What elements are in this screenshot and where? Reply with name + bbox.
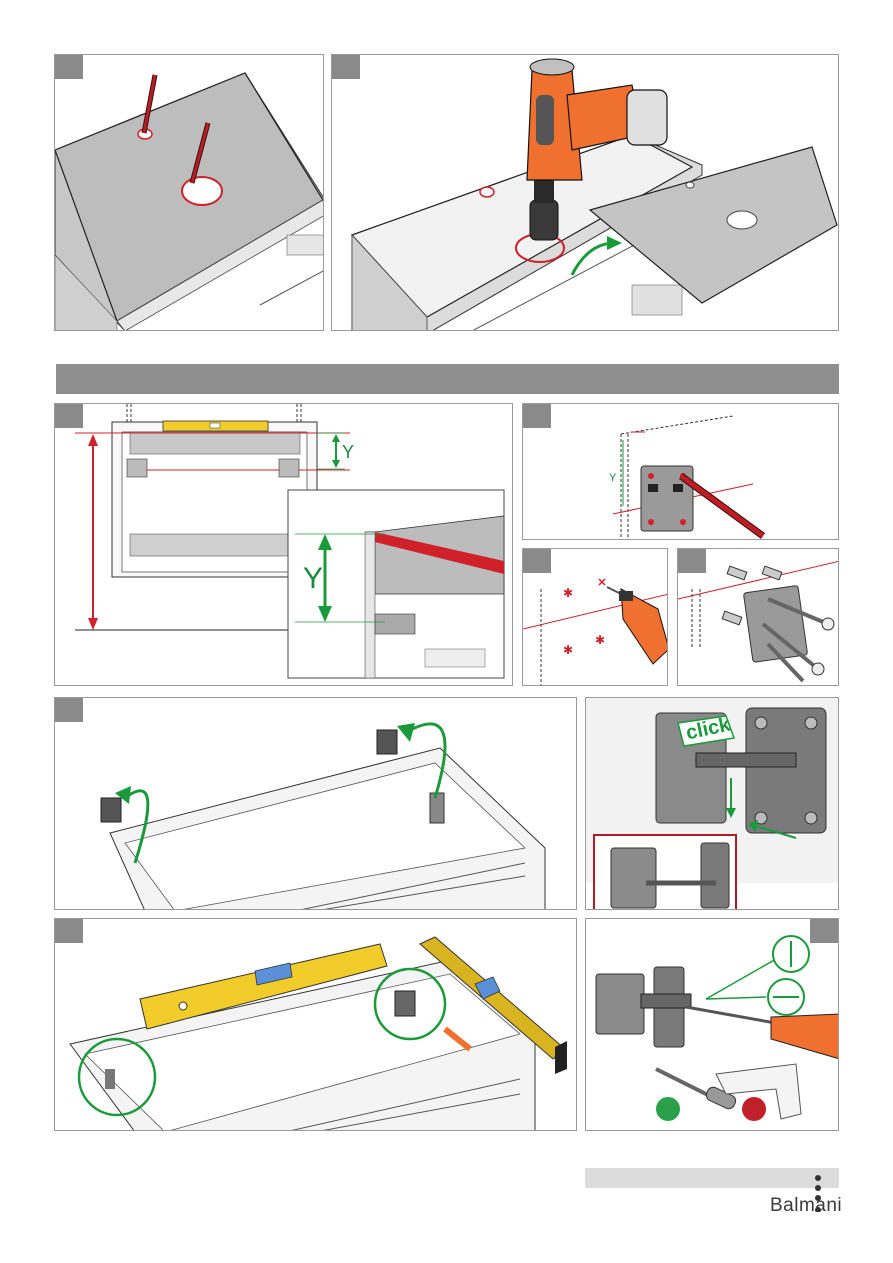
svg-text:✱: ✱ <box>595 633 605 647</box>
svg-text:✱: ✱ <box>563 643 573 657</box>
adjust-screws-illustration <box>586 919 839 1131</box>
brand-dots-icon <box>810 1172 830 1212</box>
step-panel-dowels-screws <box>677 548 839 686</box>
measure-height-illustration <box>55 404 513 686</box>
svg-text:✱: ✱ <box>563 586 573 600</box>
step-panel-attach-brackets <box>54 697 577 910</box>
step-panel-measure-height: Y Y <box>54 403 513 686</box>
y-dimension-label-small: Y <box>342 442 354 463</box>
step-panel-level-cabinet <box>54 918 577 1131</box>
step-panel-drill-wall: ✱ ✱ ✱ <box>522 548 668 686</box>
y-dimension-label-large: Y <box>303 562 323 596</box>
step-panel-mark-bracket: Y <box>522 403 839 540</box>
y-dimension-label-tiny: Y <box>609 472 616 484</box>
mark-bracket-illustration <box>523 404 839 540</box>
drill-wall-illustration: ✱ ✱ ✱ <box>523 549 668 686</box>
footer-bar <box>585 1168 839 1188</box>
attach-brackets-illustration <box>55 698 577 910</box>
brand-logo-text: Balmani <box>770 1195 842 1217</box>
countertop-marking-illustration <box>55 55 324 331</box>
section-band <box>56 364 839 394</box>
dowels-screws-illustration <box>678 549 839 686</box>
level-cabinet-illustration <box>55 919 577 1131</box>
step-panel-click-mount: click <box>585 697 839 910</box>
step-panel-drill-holes <box>331 54 839 331</box>
step-panel-mark-holes <box>54 54 324 331</box>
drilling-illustration <box>332 55 839 331</box>
step-panel-adjust-screws <box>585 918 839 1131</box>
